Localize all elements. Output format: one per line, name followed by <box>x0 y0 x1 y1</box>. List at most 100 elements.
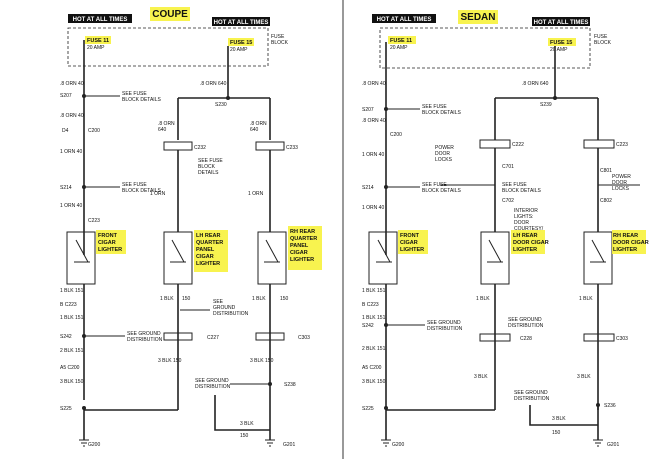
sedan-see-ground-3b: DISTRIBUTION <box>514 396 550 402</box>
coupe-wire-orn40: .8 ORN 40 <box>60 81 84 87</box>
coupe-see-fuse-2b: BLOCK DETAILS <box>122 188 161 194</box>
coupe-rh-lighter-box <box>257 231 287 285</box>
coupe-see-fuse-2: SEE FUSE <box>122 182 147 188</box>
coupe-lh-lighter-4: CIGAR <box>196 254 214 260</box>
coupe-splice-s242 <box>82 334 86 338</box>
coupe-splice-s230 <box>226 96 230 100</box>
sedan-s242: S242 <box>362 323 374 329</box>
sedan-see-fuse-2b: BLOCK DETAILS <box>422 188 461 194</box>
coupe-rh-150: 150 <box>280 296 289 302</box>
coupe-splice-s214 <box>82 185 86 189</box>
sedan-blk151b: 1 BLK 151 <box>362 315 386 321</box>
sedan-rear-feed-2 <box>494 148 599 232</box>
sedan-g200: G200 <box>392 442 404 448</box>
coupe-c232-body <box>163 141 193 151</box>
sedan-il-1: INTERIOR <box>514 208 538 214</box>
coupe-s230: S230 <box>215 102 227 108</box>
coupe-see-ground-2c: DISTRIBUTION <box>213 311 249 317</box>
coupe-rh-lighter-highlight <box>288 226 322 270</box>
sedan-wire-orn640: .8 ORN 640 <box>522 81 549 87</box>
sedan-il-2: LIGHTS: <box>514 214 533 220</box>
coupe-c303: C303 <box>298 335 310 341</box>
sedan-c303: C303 <box>616 336 628 342</box>
coupe-lh-blk150: 1 BLK <box>160 296 174 302</box>
sedan-fuse15-highlight <box>548 38 576 46</box>
coupe-c233-body <box>255 141 285 151</box>
coupe-lh-lighter-highlight <box>194 230 228 272</box>
coupe-blk151c: 2 BLK 151 <box>60 348 84 354</box>
sedan-hot-label-right: HOT AT ALL TIMES <box>534 20 589 26</box>
sedan-splice-s214 <box>384 185 388 189</box>
coupe-front-lighter-1: FRONT <box>98 233 118 239</box>
sedan-see-fuse-1b: BLOCK DETAILS <box>422 110 461 116</box>
coupe-rh-lighter-4: CIGAR <box>290 250 308 256</box>
coupe-rh-3blk: 3 BLK 150 <box>250 358 274 364</box>
coupe-wire-orn40d: 1 ORN 40 <box>60 203 82 209</box>
coupe-c223-top: C223 <box>88 218 100 224</box>
sedan-pdl-r2: DOOR <box>612 180 627 186</box>
coupe-s238: S238 <box>284 382 296 388</box>
coupe-splice-s238 <box>268 382 272 386</box>
sedan-front-lighter-2: CIGAR <box>400 240 418 246</box>
coupe-wire-lh-640: 640 <box>158 127 167 133</box>
sedan-see-fuse-3: SEE FUSE <box>502 182 527 188</box>
coupe-rh-lighter-symbol <box>264 239 280 263</box>
sedan-s236: S236 <box>604 403 616 409</box>
coupe-wire-orn640: .8 ORN 640 <box>200 81 227 87</box>
coupe-see-fuse-3b: BLOCK <box>198 164 216 170</box>
sedan-lh-lighter-symbol <box>487 239 503 263</box>
coupe-wire-rh-orn: .8 ORN <box>250 121 267 127</box>
sedan-c223-body <box>583 139 615 149</box>
coupe-fuse11: FUSE 11 <box>87 38 109 44</box>
coupe-see-fuse-3c: DETAILS <box>198 170 219 176</box>
sedan-c222: C222 <box>512 142 524 148</box>
sedan-fuse15: FUSE 15 <box>550 40 572 46</box>
coupe-title: COUPE <box>152 9 188 20</box>
sedan-c223: B C223 <box>362 302 379 308</box>
sedan-c701: C701 <box>502 164 514 170</box>
coupe-s207: S207 <box>60 93 72 99</box>
sedan-s214: S214 <box>362 185 374 191</box>
coupe-rear-feed <box>177 46 271 140</box>
coupe-fuse-block <box>67 27 269 67</box>
sedan-c702: C702 <box>502 198 514 204</box>
sedan-title-highlight <box>458 10 498 24</box>
sedan-c200: C200 <box>390 132 402 138</box>
sedan-g201-wire <box>529 405 599 440</box>
coupe-hot-label-left-box <box>68 14 132 23</box>
coupe-wire-orn40c: 1 ORN 40 <box>60 149 82 155</box>
sedan-lh-lighter-2: DOOR CIGAR <box>513 240 549 246</box>
sedan-pdl-1: POWER <box>435 145 454 151</box>
sedan-wire-orn40: .8 ORN 40 <box>362 81 386 87</box>
coupe-s242: S242 <box>60 334 72 340</box>
sedan-rh-lighter-2: DOOR CIGAR <box>613 240 649 246</box>
sedan-rear-feed <box>494 46 599 140</box>
coupe-c232: C232 <box>194 145 206 151</box>
sedan-front-lighter-highlight <box>398 230 428 254</box>
sedan-g201: G201 <box>607 442 619 448</box>
sedan-il-4: COURTESY/ <box>514 226 544 232</box>
sedan-lh-lighter-box <box>480 231 510 285</box>
sedan-hot-label-left: HOT AT ALL TIMES <box>377 17 432 23</box>
sedan-title: SEDAN <box>460 12 495 23</box>
coupe-c233: C233 <box>286 145 298 151</box>
sedan-rh-lighter-box <box>583 231 613 285</box>
sedan-rh-lighter-symbol <box>590 239 606 263</box>
coupe-g200: G200 <box>88 442 100 448</box>
sedan-hot-label-right-box <box>532 17 590 26</box>
coupe-fuse15-highlight <box>228 38 254 46</box>
sedan-lh-lighter-highlight <box>511 230 545 254</box>
sedan-fuse-block-label-2: BLOCK <box>594 40 612 46</box>
sedan-blk150: 3 BLK 150 <box>362 379 386 385</box>
coupe-lh-lighter-2: QUARTER <box>196 240 223 246</box>
sedan-lh-lighter-3: LIGHTER <box>513 247 537 253</box>
coupe-g201-3blk: 3 BLK <box>240 421 254 427</box>
sedan-front-lighter-3: LIGHTER <box>400 247 424 253</box>
coupe-lh-lighter-1: LH REAR <box>196 233 220 239</box>
coupe-ground-symbol-g200 <box>79 439 89 447</box>
sedan-c228: C228 <box>520 336 532 342</box>
coupe-lh-lighter-3: PANEL <box>196 247 215 253</box>
sedan-see-fuse-2: SEE FUSE <box>422 182 447 188</box>
sedan-c303-body <box>583 333 615 342</box>
